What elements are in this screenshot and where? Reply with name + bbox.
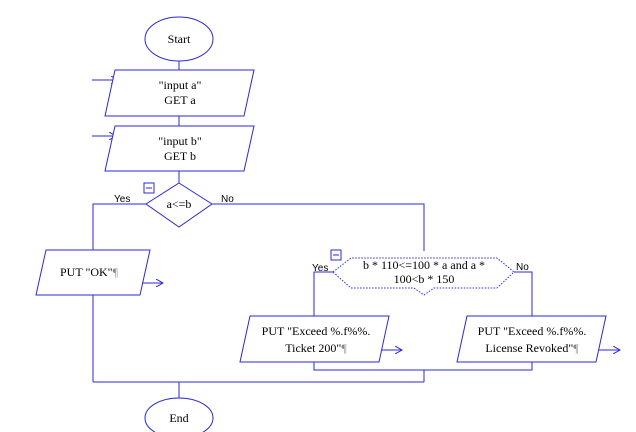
output-ticket-block[interactable] <box>239 315 390 363</box>
output-license-block[interactable] <box>456 315 607 363</box>
output-ticket-line2: Ticket 200"¶ <box>285 341 347 355</box>
decision-speed-range[interactable] <box>332 257 515 296</box>
end-label: End <box>169 411 188 425</box>
connector-merge-inner <box>313 362 533 371</box>
decision-a-le-b[interactable] <box>145 182 213 228</box>
connector-decision1-no <box>212 203 425 251</box>
start-terminator[interactable] <box>144 16 214 62</box>
connector-decision2-yes <box>313 271 333 316</box>
collapse-toggle-1[interactable] <box>143 182 155 194</box>
end-terminator[interactable] <box>144 397 214 432</box>
output-license-line1: PUT "Exceed %.f%%. <box>478 324 587 338</box>
connectors <box>92 61 533 398</box>
input-b-line2: GET b <box>164 149 196 163</box>
input-a-line1: "input a" <box>159 78 202 92</box>
output-license-line2: License Revoked"¶ <box>485 341 579 355</box>
connector-decision1-yes <box>92 203 146 250</box>
input-b-line1: "input b" <box>158 134 202 148</box>
output-ok-block[interactable] <box>35 249 151 296</box>
collapse-toggle-2[interactable] <box>330 249 342 261</box>
decision2-line1: b * 110<=100 * a and a * <box>363 258 485 272</box>
decision2-no-label: No <box>516 262 529 273</box>
input-a-line2: GET a <box>164 93 196 107</box>
connector-decision2-no <box>514 271 533 316</box>
output-ok-text: PUT "OK"¶ <box>60 265 119 279</box>
start-label: Start <box>168 32 191 46</box>
decision1-yes-label: Yes <box>114 194 130 205</box>
input-a-block[interactable] <box>104 69 255 117</box>
decision1-no-label: No <box>221 194 234 205</box>
decision2-yes-label: Yes <box>312 263 328 274</box>
input-b-block[interactable] <box>104 125 255 172</box>
decision2-line2: 100<b * 150 <box>394 272 455 286</box>
decision1-condition: a<=b <box>167 197 192 211</box>
output-ticket-line1: PUT "Exceed %.f%%. <box>262 324 371 338</box>
